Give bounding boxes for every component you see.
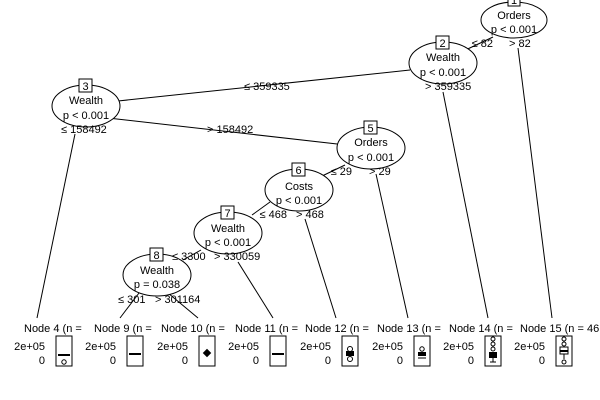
y-tick-lower: 0	[39, 355, 45, 367]
split-label-5-6: ≤ 29	[331, 166, 352, 178]
node-p-value: p < 0.001	[420, 67, 466, 79]
node-id: 6	[295, 165, 301, 177]
edge-7-11	[237, 261, 274, 319]
inner-node-3: 3 Wealth p < 0.001	[51, 78, 121, 128]
node-id: 1	[511, 0, 517, 7]
terminal-panel-12: 2e+05 0	[300, 335, 359, 367]
terminal-headers: Node 4 (n = Node 9 (n = Node 10 (n = Nod…	[24, 323, 599, 335]
node-p-value: p = 0.038	[134, 279, 180, 291]
node-p-value: p < 0.001	[491, 24, 537, 36]
split-label-6-7: ≤ 468	[260, 209, 287, 221]
edge-8-9	[119, 292, 140, 319]
node-id: 5	[367, 123, 373, 135]
split-label-3-5: > 158492	[207, 124, 253, 136]
y-tick-lower: 0	[397, 355, 403, 367]
split-label-8-10: > 301164	[155, 294, 200, 306]
node-id: 3	[82, 81, 88, 93]
terminal-label-11: Node 11 (n =	[235, 323, 298, 335]
node-id: 7	[224, 208, 230, 220]
terminal-label-12: Node 12 (n =	[305, 323, 369, 335]
terminal-panel-13: 2e+05 0	[372, 335, 431, 367]
terminal-panel-10: 2e+05 0	[157, 335, 216, 367]
inner-node-5: 5 Orders p < 0.001	[336, 120, 406, 170]
node-p-value: p < 0.001	[63, 110, 109, 122]
node-variable: Orders	[354, 137, 388, 149]
y-tick-lower: 0	[110, 355, 116, 367]
inner-node-7: 7 Wealth p < 0.001	[193, 205, 263, 255]
terminal-panel-4: 2e+05 0	[14, 335, 73, 367]
edge-3-4	[36, 133, 76, 319]
edge-6-12	[304, 218, 337, 319]
inner-node-2: 2 Wealth p < 0.001	[408, 35, 478, 85]
edge-2-14	[442, 91, 489, 319]
split-label-7-11: > 330059	[214, 251, 260, 263]
node-id: 2	[439, 38, 445, 50]
node-variable: Wealth	[69, 95, 103, 107]
split-label-2-14: > 359335	[425, 81, 471, 93]
edge-6-7	[251, 201, 271, 216]
split-label-2-3: ≤ 359335	[244, 81, 290, 93]
y-tick-upper: 2e+05	[514, 341, 545, 353]
split-labels: ≤ 82 > 82 ≤ 359335 > 359335 ≤ 158492 > 1…	[61, 38, 531, 306]
edge-7-8	[182, 249, 202, 261]
terminal-label-10: Node 10 (n =	[161, 323, 225, 335]
y-tick-lower: 0	[468, 355, 474, 367]
y-tick-upper: 2e+05	[14, 341, 45, 353]
split-label-1-2: ≤ 82	[472, 38, 493, 50]
node-p-value: p < 0.001	[348, 152, 394, 164]
inner-node-6: 6 Costs p < 0.001	[264, 162, 334, 212]
node-variable: Wealth	[426, 52, 460, 64]
terminal-panel-15: 2e+05 0	[514, 335, 573, 367]
split-label-3-4: ≤ 158492	[61, 124, 107, 136]
edge-5-13	[375, 173, 409, 319]
y-tick-upper: 2e+05	[157, 341, 188, 353]
edge-2-3	[117, 69, 411, 102]
terminal-panel-14: 2e+05 0	[443, 335, 502, 367]
node-variable: Wealth	[140, 265, 174, 277]
terminal-label-13: Node 13 (n =	[377, 323, 441, 335]
terminal-label-14: Node 14 (n =	[449, 323, 513, 335]
node-p-value: p < 0.001	[205, 237, 251, 249]
node-id: 8	[153, 250, 159, 262]
inner-node-1: 1 Orders p < 0.001	[480, 0, 548, 39]
y-tick-upper: 2e+05	[443, 341, 474, 353]
y-tick-upper: 2e+05	[228, 341, 259, 353]
split-label-7-8: ≤ 3300	[172, 251, 206, 263]
node-variable: Wealth	[211, 223, 245, 235]
y-tick-upper: 2e+05	[85, 341, 116, 353]
node-variable: Costs	[285, 181, 314, 193]
terminal-label-15: Node 15 (n = 46	[520, 323, 599, 335]
edge-5-6	[319, 164, 346, 178]
inner-node-8: 8 Wealth p = 0.038	[122, 247, 192, 297]
terminal-panel-9: 2e+05 0	[85, 335, 144, 367]
node-p-value: p < 0.001	[276, 195, 322, 207]
terminal-label-9: Node 9 (n =	[94, 323, 152, 335]
y-tick-upper: 2e+05	[300, 341, 331, 353]
y-tick-upper: 2e+05	[372, 341, 403, 353]
y-tick-lower: 0	[539, 355, 545, 367]
terminal-panel-11: 2e+05 0	[228, 335, 287, 367]
y-tick-lower: 0	[325, 355, 331, 367]
edge-1-15	[517, 47, 553, 319]
split-label-5-13: > 29	[369, 166, 391, 178]
edge-3-5	[107, 117, 347, 146]
split-label-1-15: > 82	[509, 38, 531, 50]
y-tick-lower: 0	[253, 355, 259, 367]
y-tick-lower: 0	[182, 355, 188, 367]
terminal-label-4: Node 4 (n =	[24, 323, 82, 335]
edge-8-10	[167, 292, 199, 319]
split-label-6-12: > 468	[296, 209, 324, 221]
split-label-8-9: ≤ 301	[118, 294, 145, 306]
node-variable: Orders	[497, 10, 531, 22]
tree-edges	[36, 36, 553, 319]
